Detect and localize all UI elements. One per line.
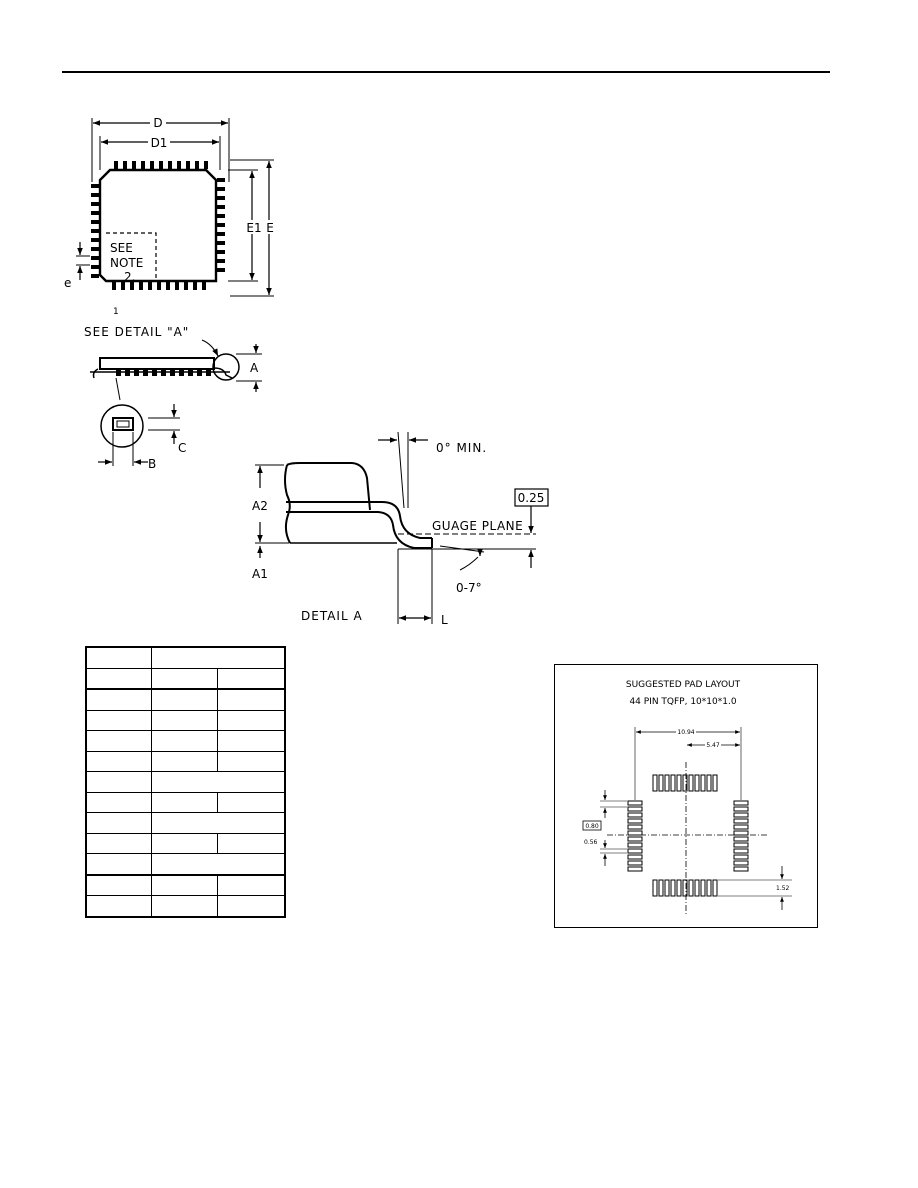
table-cell	[85, 750, 152, 772]
label-a1: A1	[252, 567, 268, 581]
gauge-plane-label: GUAGE PLANE	[432, 519, 523, 533]
package-top-view: D D1	[64, 116, 276, 317]
table-cell	[151, 895, 218, 917]
label-pitch-e: e	[64, 276, 71, 290]
table-cell	[85, 791, 152, 813]
table-row	[85, 750, 286, 772]
table-row	[85, 688, 286, 711]
label-d1: D1	[151, 136, 168, 150]
see-note-line2: NOTE	[110, 256, 143, 270]
table-cell	[151, 771, 286, 793]
table-row	[85, 709, 286, 731]
table-cell	[217, 688, 286, 711]
label-e1: E1	[246, 221, 261, 235]
table-cell	[151, 709, 218, 731]
table-cell	[217, 709, 286, 731]
table-cell	[151, 730, 218, 752]
table-cell	[85, 853, 152, 875]
pin-one-label: 1	[113, 307, 119, 317]
table-row	[85, 853, 286, 875]
package-side-view: SEE DETAIL "A" A C	[84, 325, 262, 471]
table-cell	[151, 874, 218, 896]
table-cell	[85, 895, 152, 917]
gauge-value-box: 0.25	[518, 491, 545, 505]
table-cell	[217, 832, 286, 854]
table-cell	[151, 832, 218, 854]
table-cell	[151, 667, 218, 690]
table-cell	[217, 667, 286, 690]
table-cell	[217, 791, 286, 813]
pad-layout-title: SUGGESTED PAD LAYOUT	[626, 680, 741, 690]
table-cell	[85, 771, 152, 793]
angle-min-label: 0° MIN.	[436, 441, 487, 455]
table-cell	[217, 874, 286, 896]
label-b: B	[148, 457, 156, 471]
label-a: A	[250, 361, 259, 375]
table-row	[85, 812, 286, 834]
label-a2: A2	[252, 499, 268, 513]
table-cell	[85, 812, 152, 834]
table-row	[85, 895, 286, 917]
table-row	[85, 771, 286, 793]
pad-dim-width: 10.94	[677, 729, 694, 736]
table-cell	[85, 730, 152, 752]
table-cell	[85, 709, 152, 731]
table-row	[85, 832, 286, 854]
pad-dim-pad-length: 1.52	[776, 885, 790, 892]
detail-a-drawing: 0° MIN. 0.25 GUAGE PLANE 0-7° A2 A1 L DE…	[252, 431, 549, 627]
table-cell	[85, 646, 152, 669]
table-cell	[85, 874, 152, 896]
label-l: L	[441, 613, 448, 627]
table-header-row	[85, 646, 286, 669]
table-cell	[151, 812, 286, 834]
pad-dim-pitch: 0.80	[585, 823, 599, 830]
pad-layout-subtitle: 44 PIN TQFP, 10*10*1.0	[629, 697, 736, 707]
table-cell	[217, 750, 286, 772]
table-row	[85, 791, 286, 813]
table-cell	[217, 895, 286, 917]
table-subheader-row	[85, 667, 286, 690]
pad-dim-pad-width: 0.56	[584, 839, 598, 846]
table-cell	[151, 791, 218, 813]
table-cell	[85, 832, 152, 854]
table-row	[85, 730, 286, 752]
table-cell	[85, 688, 152, 711]
pad-layout-frame	[554, 664, 818, 928]
table-cell	[151, 688, 218, 711]
table-cell	[151, 750, 218, 772]
dimension-table	[85, 646, 286, 918]
pad-dim-half: 5.47	[706, 742, 720, 749]
table-cell	[151, 853, 286, 875]
label-c: C	[178, 441, 186, 455]
label-d: D	[153, 116, 162, 130]
see-detail-label: SEE DETAIL "A"	[84, 325, 189, 339]
table-cell	[217, 730, 286, 752]
table-row	[85, 874, 286, 896]
table-cell	[85, 667, 152, 690]
pad-layout-drawing: SUGGESTED PAD LAYOUT 44 PIN TQFP, 10*10*…	[582, 680, 792, 916]
see-note-line1: SEE	[110, 241, 133, 255]
angle-range-label: 0-7°	[456, 581, 482, 595]
table-cell	[151, 646, 286, 669]
header-rule	[62, 71, 830, 73]
see-note-line3: 2.	[124, 270, 135, 284]
detail-a-title: DETAIL A	[301, 609, 363, 623]
label-e: E	[266, 221, 274, 235]
